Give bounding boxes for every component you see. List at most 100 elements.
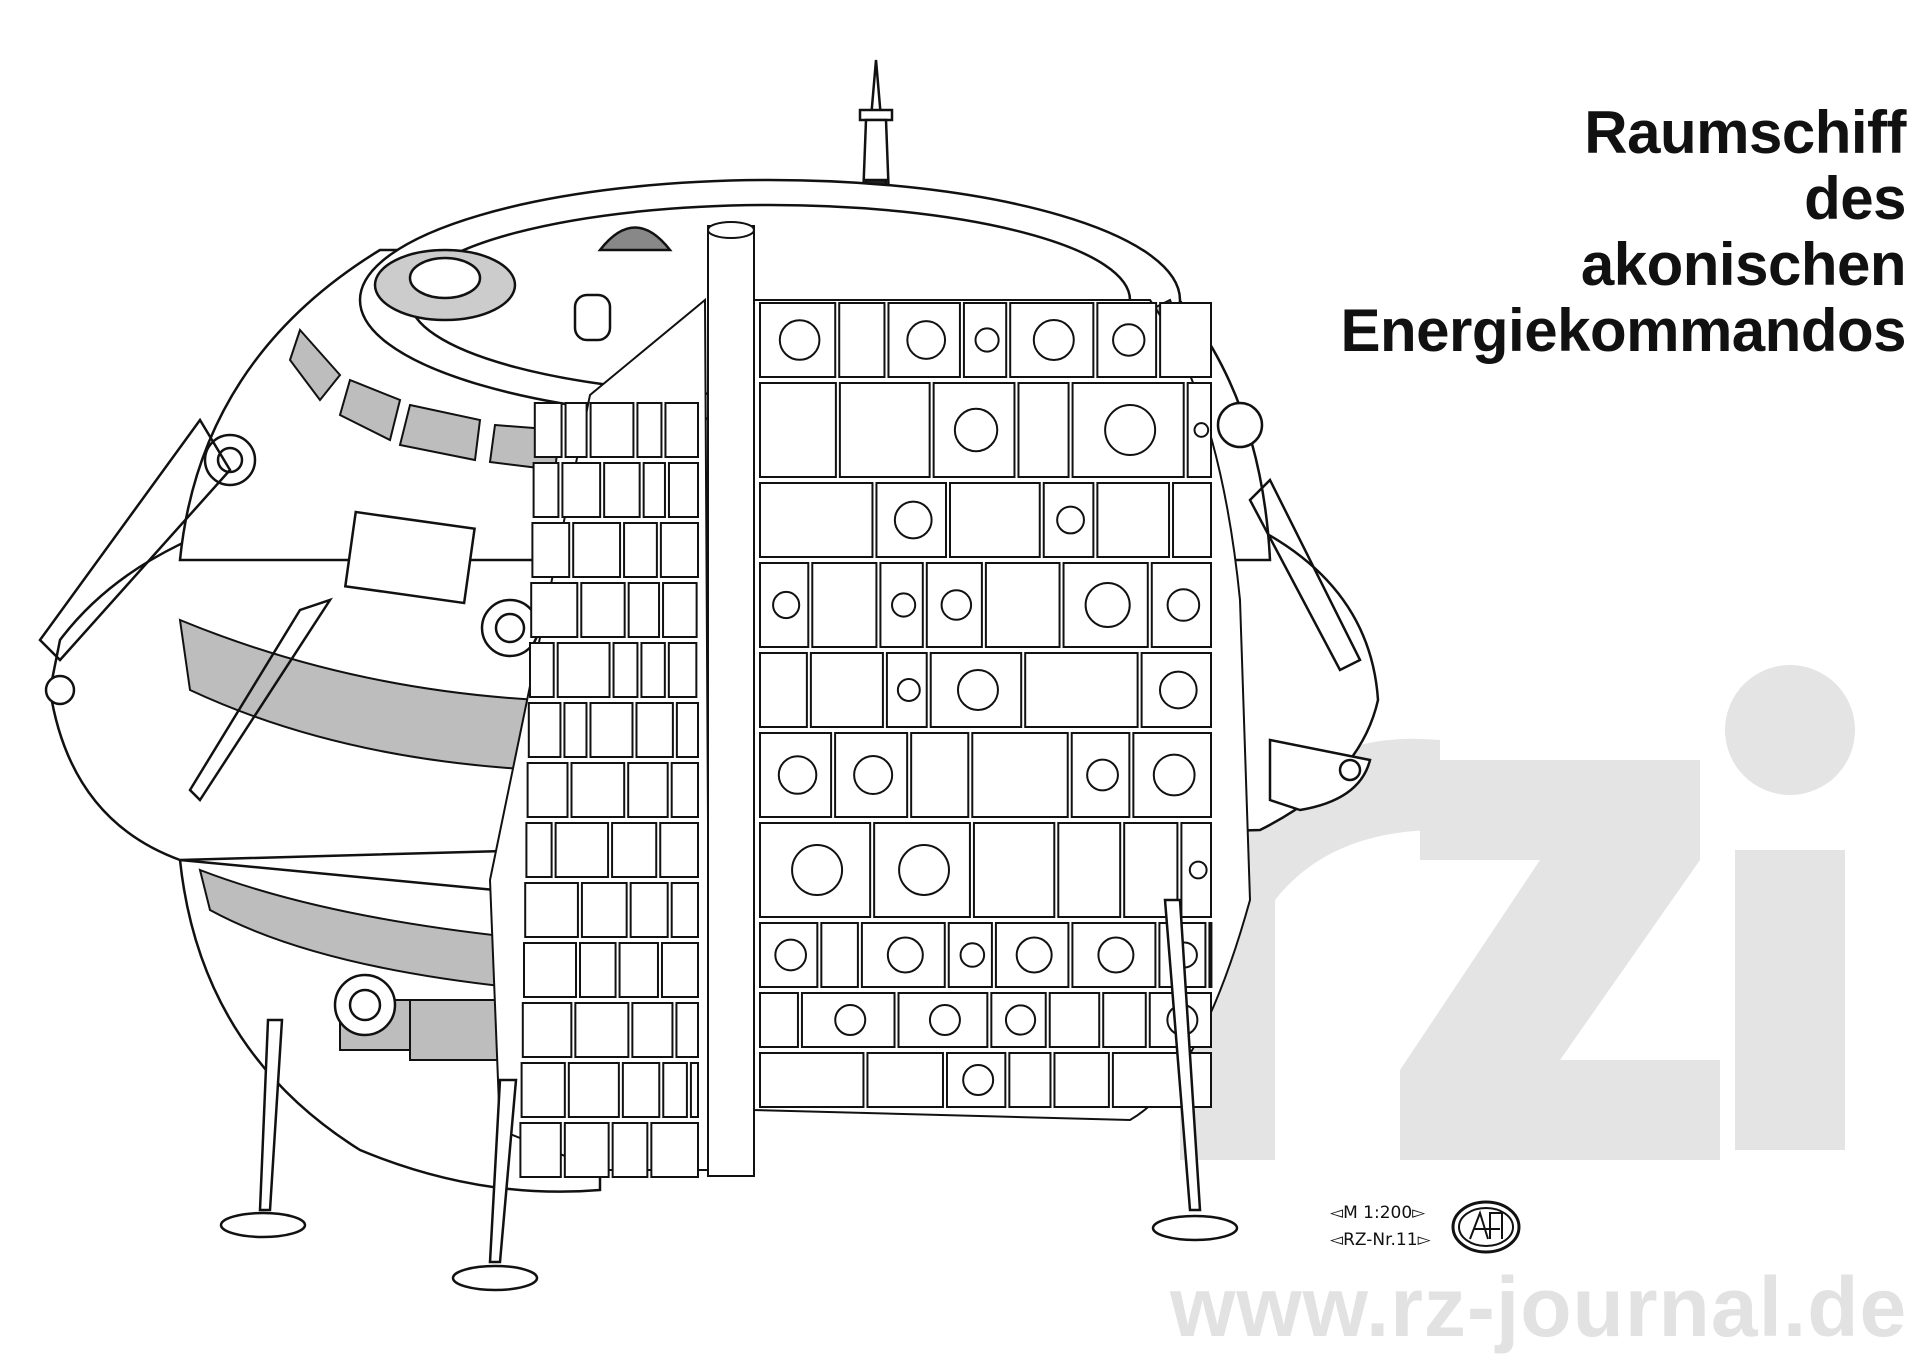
compartment xyxy=(971,732,1069,818)
machinery xyxy=(974,327,1000,353)
compartment xyxy=(759,482,874,558)
compartment xyxy=(838,382,931,478)
machinery xyxy=(1188,860,1208,880)
scale-value: M 1:200 xyxy=(1343,1203,1413,1223)
compartment xyxy=(1111,1052,1213,1108)
machinery xyxy=(1004,1004,1037,1036)
compartment xyxy=(662,582,698,638)
compartment xyxy=(556,642,611,698)
cutaway-section xyxy=(488,221,1252,1178)
page-title: Raumschiff des akonischen Energiekommand… xyxy=(1341,100,1907,364)
compartment xyxy=(759,992,799,1048)
machinery xyxy=(1193,422,1210,438)
compartment xyxy=(670,882,699,938)
compartment xyxy=(611,822,658,878)
publisher-stamp-logo xyxy=(1451,1200,1521,1254)
compartment xyxy=(1024,652,1139,728)
compartment xyxy=(627,582,661,638)
machinery xyxy=(1056,505,1085,535)
compartment xyxy=(650,1122,700,1178)
machinery xyxy=(791,844,844,896)
number-value: RZ-Nr.11 xyxy=(1343,1230,1418,1250)
compartment xyxy=(820,922,859,988)
compartment xyxy=(526,762,569,818)
scale-info: ◅M 1:200▻ ◅RZ-Nr.11▻ xyxy=(1330,1200,1431,1254)
compartment xyxy=(580,582,626,638)
machinery xyxy=(953,407,999,453)
compartment xyxy=(1009,302,1095,378)
compartment xyxy=(524,882,579,938)
compartment xyxy=(521,1002,573,1058)
compartment xyxy=(948,482,1041,558)
compartment xyxy=(636,402,663,458)
compartment xyxy=(866,1052,944,1108)
compartment xyxy=(612,642,639,698)
compartment xyxy=(631,1002,674,1058)
compartment xyxy=(660,942,700,998)
compartment xyxy=(554,822,610,878)
compartment xyxy=(910,732,970,818)
compartment xyxy=(563,1122,610,1178)
compartment xyxy=(567,1062,620,1118)
watermark-rz-logo xyxy=(1180,665,1855,1160)
compartment xyxy=(809,652,884,728)
machinery xyxy=(774,938,808,972)
compartment xyxy=(611,1122,649,1178)
machinery xyxy=(1084,581,1131,629)
compartment xyxy=(629,882,669,938)
machinery xyxy=(777,755,818,795)
compartment xyxy=(618,942,659,998)
machinery xyxy=(893,500,933,540)
compartment xyxy=(563,702,588,758)
compartment xyxy=(667,462,700,518)
machinery xyxy=(896,678,921,702)
compartment xyxy=(1017,382,1070,478)
machinery xyxy=(1097,936,1135,974)
machinery xyxy=(886,936,924,974)
compartment xyxy=(525,822,553,878)
machinery xyxy=(940,589,973,621)
watermark-url: www.rz-journal.de xyxy=(1170,1260,1908,1354)
compartment xyxy=(1208,922,1213,988)
machinery xyxy=(956,669,999,711)
machinery xyxy=(1158,670,1198,710)
compartment xyxy=(635,702,674,758)
compartment xyxy=(621,1062,661,1118)
compartment xyxy=(664,402,700,458)
title-line-3: akonischen xyxy=(1580,231,1907,298)
compartment xyxy=(662,1062,688,1118)
compartment xyxy=(570,762,626,818)
compartment xyxy=(1102,992,1147,1048)
compartment xyxy=(1140,652,1213,728)
compartment xyxy=(1159,302,1213,378)
compartment xyxy=(533,402,563,458)
title-line-2: des xyxy=(1804,165,1906,232)
compartment xyxy=(519,1122,562,1178)
compartment xyxy=(642,462,666,518)
compartment xyxy=(675,702,699,758)
compartment xyxy=(1096,482,1171,558)
compartment xyxy=(564,402,588,458)
compartment xyxy=(640,642,666,698)
machinery xyxy=(1086,758,1119,792)
machinery xyxy=(959,942,986,968)
compartment xyxy=(834,732,909,818)
compartment xyxy=(659,822,699,878)
machinery xyxy=(1166,588,1201,622)
machinery xyxy=(928,1004,961,1036)
central-column xyxy=(707,225,755,1177)
machinery xyxy=(962,1064,995,1096)
compartment xyxy=(675,1002,699,1058)
compartment xyxy=(579,942,617,998)
compartment xyxy=(561,462,602,518)
compartment xyxy=(1008,1052,1052,1108)
compartment xyxy=(523,942,578,998)
compartment xyxy=(580,882,628,938)
compartment xyxy=(759,922,819,988)
title-line-4: Energiekommandos xyxy=(1340,297,1907,364)
compartment xyxy=(1172,482,1212,558)
machinery xyxy=(1104,404,1157,456)
machinery xyxy=(778,319,821,361)
compartment xyxy=(589,702,634,758)
